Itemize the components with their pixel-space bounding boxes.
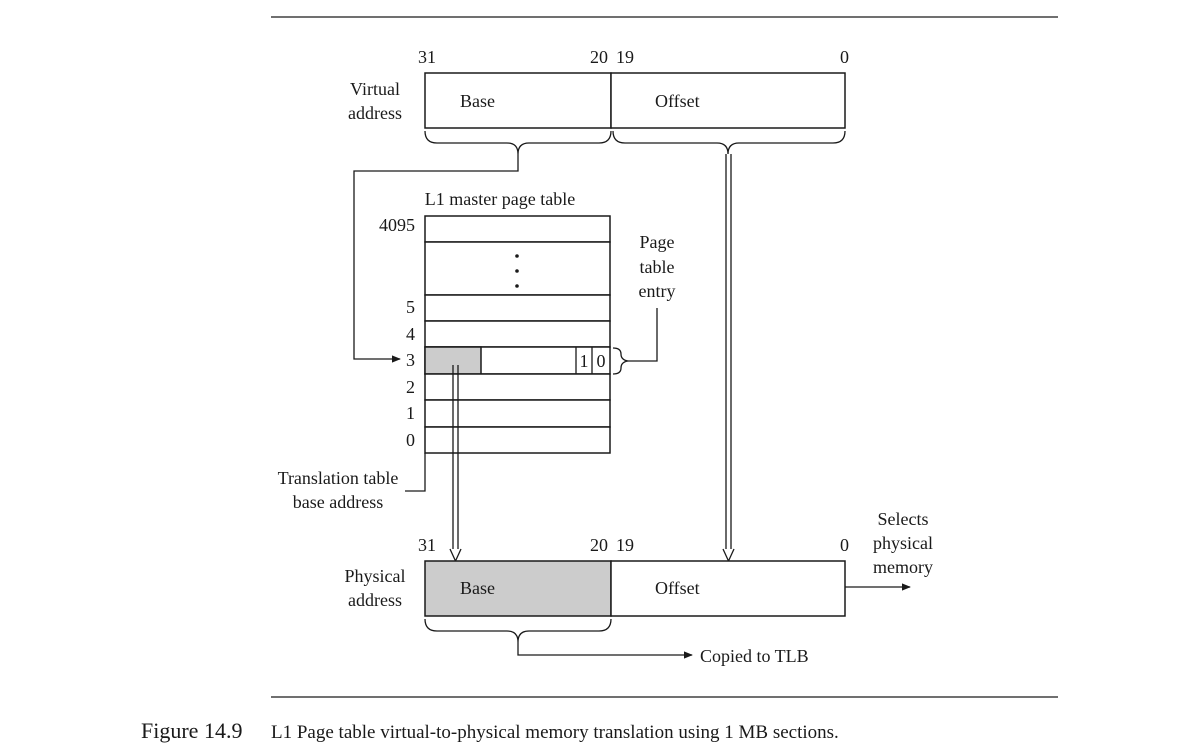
selects-label-line3: memory [873,557,933,577]
virtual-offset-brace [612,130,846,155]
ttb-leader [405,453,426,492]
ellipsis-dot-1 [515,254,519,258]
virtual-address-group: 31 20 19 0 Virtual address Base Offset [348,47,849,155]
page-table-index-2: 2 [406,377,415,397]
physical-bit-31: 31 [418,535,436,555]
page-table-row-2 [424,373,611,401]
physical-address-group: 31 20 19 0 Physical address Base Offset … [345,509,934,666]
physical-bit-19: 19 [616,535,634,555]
ttb-label-line1: Translation table [278,468,399,488]
virtual-bit-31: 31 [418,47,436,67]
offset-to-physical-arrow [722,154,735,563]
virtual-bit-20: 20 [590,47,608,67]
selects-label-line1: Selects [878,509,929,529]
page-table-index-4: 4 [406,324,415,344]
page-table-row-5 [424,294,611,322]
page-table-row-4095 [424,215,611,243]
virtual-offset-label: Offset [655,91,700,111]
physical-address-label-line2: address [348,590,402,610]
page-table-row-1 [424,399,611,428]
page-table-title: L1 master page table [425,189,575,209]
figure-number: Figure 14.9 [141,718,242,743]
page-table-entry-bit-0: 0 [597,351,606,371]
physical-address-label-line1: Physical [345,566,406,586]
page-table-index-0: 0 [406,430,415,450]
page-table-index-1: 1 [406,403,415,423]
ellipsis-dot-2 [515,269,519,273]
ttb-label-line2: base address [293,492,383,512]
virtual-address-label-line2: address [348,103,402,123]
page-table-row-0 [424,426,611,454]
page-table-entry-label-line3: entry [639,281,676,301]
copied-to-tlb-label: Copied to TLB [700,646,809,666]
base-index-arrow [353,154,519,363]
physical-bit-20: 20 [590,535,608,555]
physical-bit-0: 0 [840,535,849,555]
virtual-offset-field [610,72,846,129]
entry-base-to-physical-arrow [449,365,462,563]
physical-offset-field [610,560,846,617]
page-table-index-3: 3 [406,350,415,370]
copied-to-tlb-arrow [517,642,693,659]
virtual-address-label-line1: Virtual [350,79,400,99]
page-table-entry-label-line2: table [640,257,675,277]
physical-base-brace [424,618,612,643]
page-table-index-4095: 4095 [379,215,415,235]
page-table-entry-brace [612,347,629,375]
physical-offset-label: Offset [655,578,700,598]
page-table-group: L1 master page table 1 0 4095 5 4 3 2 1 … [278,189,676,512]
page-table-row-4 [424,320,611,348]
virtual-bit-0: 0 [840,47,849,67]
ellipsis-dot-3 [515,284,519,288]
selects-label-line2: physical [873,533,933,553]
figure-caption-text: L1 Page table virtual-to-physical memory… [271,722,839,743]
physical-base-field [424,560,612,617]
page-table-entry-label-line1: Page [640,232,675,252]
page-table-entry-bit-1: 1 [580,351,589,371]
virtual-base-label: Base [460,91,495,111]
page-table-entry-leader [628,308,658,362]
virtual-base-field [424,72,612,129]
page-table-index-5: 5 [406,297,415,317]
virtual-base-brace [424,130,612,155]
physical-base-label: Base [460,578,495,598]
virtual-bit-19: 19 [616,47,634,67]
figure-caption: Figure 14.9 L1 Page table virtual-to-phy… [141,718,839,743]
